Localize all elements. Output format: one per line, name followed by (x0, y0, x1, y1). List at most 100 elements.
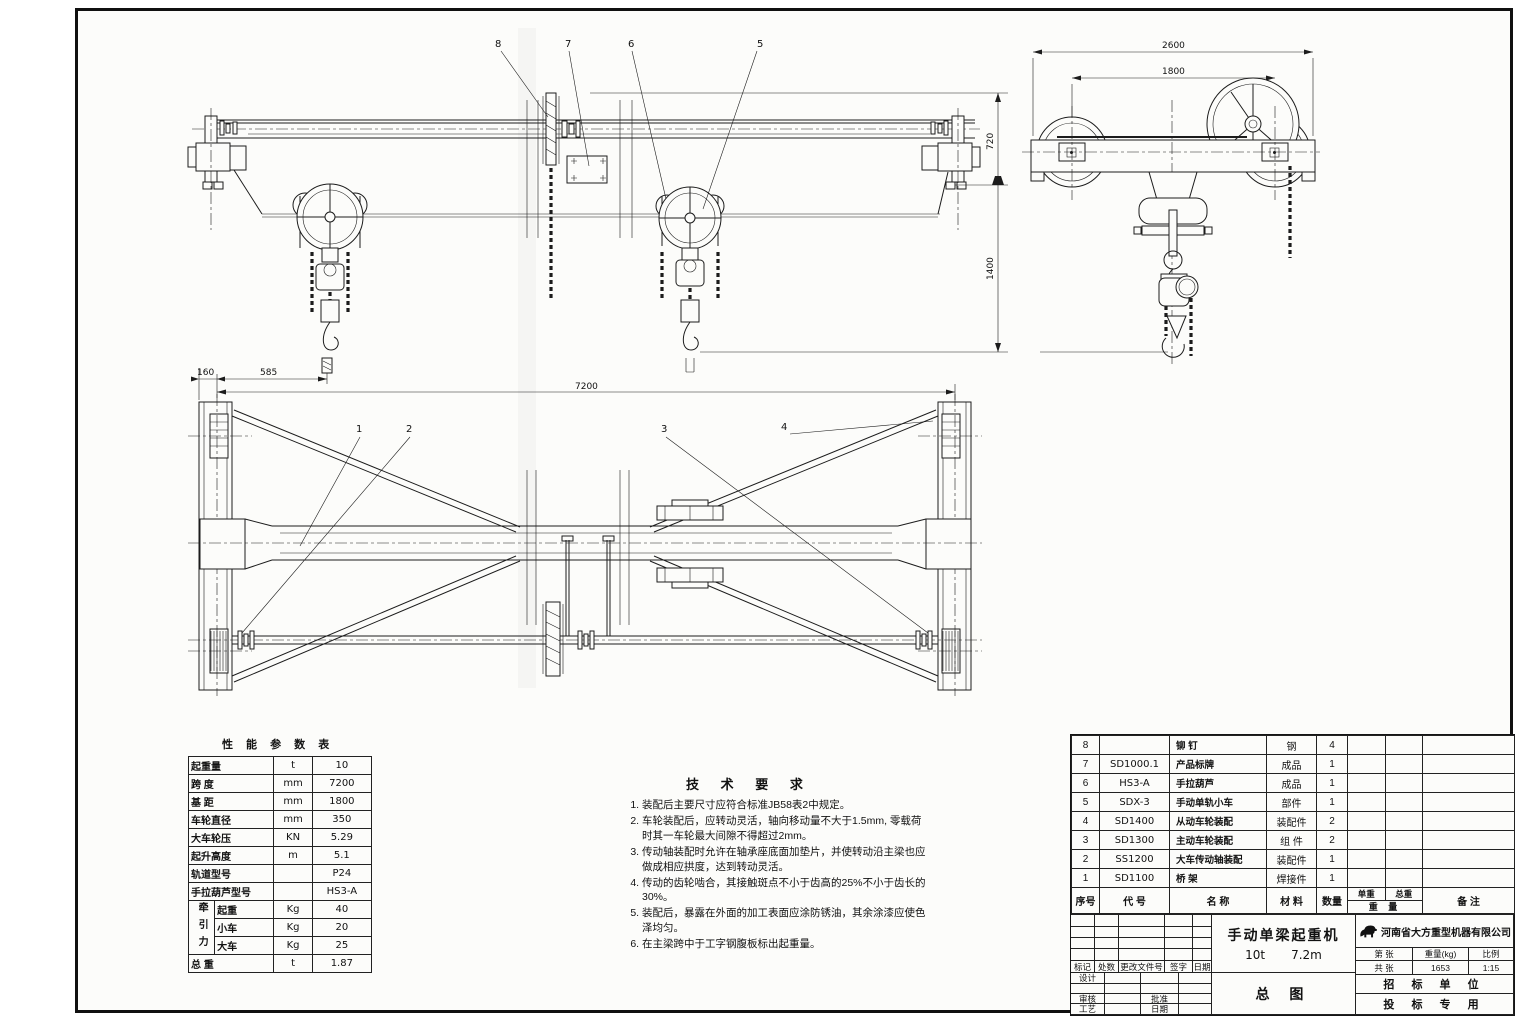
sig-approve-label: 批准 (1141, 994, 1179, 1004)
trolley-and-hoist (1040, 171, 1213, 358)
weight-label: 重量(kg) (1413, 948, 1469, 961)
dim-1800: 1800 (1162, 67, 1185, 77)
dim-720: 720 (986, 133, 996, 150)
traction-group-label: 牵引力 (187, 900, 216, 955)
callout-4: 4 (781, 422, 787, 433)
callout-7: 7 (565, 39, 571, 50)
plan-dimensions: 160 585 7200 (191, 357, 956, 400)
title-block: 标记 处数 更改文件号 签字 日期 设计 审核 批准 工艺 日期 手动单梁起重机… (1071, 914, 1514, 1015)
technical-requirements-list: 装配后主要尺寸应符合标准JB58表2中规定。 车轮装配后，应转动灵活，轴向移动量… (628, 798, 928, 952)
rev-header-sign: 签字 (1165, 961, 1193, 973)
drawing-title-cell: 手动单梁起重机 10t 7.2m (1212, 915, 1356, 973)
tender-unit-cell: 招 标 单 位 (1356, 975, 1514, 994)
sig-date-label: 日期 (1141, 1004, 1179, 1015)
dim-2600: 2600 (1162, 41, 1185, 51)
product-nameplate (566, 155, 608, 184)
callout-6: 6 (628, 39, 634, 50)
hand-chain-sprocket (542, 92, 560, 298)
callout-2: 2 (406, 424, 412, 435)
rev-header-date: 日期 (1193, 961, 1212, 973)
technical-requirements-title: 技 术 要 求 (686, 777, 812, 792)
rev-header-count: 处数 (1095, 961, 1119, 973)
company-name: 河南省大方重型机器有限公司 (1381, 927, 1511, 939)
weight-value: 1653 (1413, 961, 1469, 975)
bom-header-row: 序号 代 号 名 称 材 料 数量 单重总重 重 量 备 注 (1071, 887, 1515, 914)
plan-main-girder (188, 470, 982, 625)
rev-header-doc: 更改文件号 (1119, 961, 1165, 973)
company-cell: 河南省大方重型机器有限公司 (1356, 915, 1514, 948)
left-end-carriage (187, 108, 247, 230)
list-item: 传动的齿轮啮合，其接触斑点不小于齿高的25%不小于齿长的30%。 (642, 876, 928, 906)
height-dimensions: 720 1400 (700, 93, 1008, 353)
callout-5: 5 (757, 39, 763, 50)
capacity-span-spec: 10t 7.2m (1245, 948, 1322, 962)
scale-value: 1:15 (1469, 961, 1514, 975)
product-title: 手动单梁起重机 (1227, 927, 1340, 943)
plan-view-callouts: 1 2 3 4 (241, 420, 934, 634)
company-logo-elephant-icon (1360, 925, 1377, 938)
callout-8: 8 (495, 39, 501, 50)
front-view-callouts: 8 7 6 5 (495, 39, 763, 210)
left-trolley-hoist (292, 183, 368, 351)
tender-use-cell: 投 标 专 用 (1356, 994, 1514, 1015)
shaft-coupling (561, 120, 581, 138)
callout-3: 3 (661, 424, 667, 435)
plan-view: 160 585 7200 (188, 357, 982, 696)
performance-table-title: 性 能 参 数 表 (222, 739, 335, 751)
sheet-no-label: 第 张 (1356, 948, 1413, 961)
sheet-total-label: 共 张 (1356, 961, 1413, 975)
list-item: 装配后，暴露在外面的加工表面应涂防锈油，其余涂漆应使色泽均匀。 (642, 906, 928, 936)
span-value: 7.2m (1291, 948, 1322, 962)
trolley-clamp-plates (656, 358, 724, 589)
right-trolley-hoist (655, 186, 725, 351)
dim-7200: 7200 (575, 382, 598, 392)
list-item: 装配后主要尺寸应符合标准JB58表2中规定。 (642, 798, 928, 813)
callout-1: 1 (356, 424, 362, 435)
scan-fold-shade (518, 28, 536, 688)
dim-160: 160 (197, 368, 214, 378)
list-item: 在主梁跨中于工字钢腹板标出起重量。 (642, 937, 928, 952)
list-item: 车轮装配后，应转动灵活，轴向移动量不大于1.5mm, 零载荷时其一车轮最大间隙不… (642, 814, 928, 844)
scale-label: 比例 (1469, 948, 1514, 961)
sig-design-label: 设计 (1071, 973, 1105, 984)
dim-1400: 1400 (986, 257, 996, 280)
list-item: 传动轴装配时允许在轴承座底面加垫片，并使转动沿主梁也应做成相应拱度，达到转动灵活… (642, 845, 928, 875)
beam-break-lines (526, 100, 633, 238)
dim-585: 585 (260, 368, 277, 378)
technical-requirements: 技 术 要 求 装配后主要尺寸应符合标准JB58表2中规定。 车轮装配后，应转动… (628, 774, 928, 953)
end-view: 2600 1800 (1022, 41, 1320, 365)
sig-check-label: 审核 (1071, 994, 1105, 1004)
sig-process-label: 工艺 (1071, 1004, 1105, 1015)
sheet-name-cell: 总 图 (1212, 973, 1356, 1015)
front-elevation-view: 8 7 6 5 720 1400 (187, 39, 1008, 353)
rev-header-mark: 标记 (1071, 961, 1095, 973)
right-end-carriage (921, 108, 981, 230)
capacity-value: 10t (1245, 948, 1266, 962)
plan-drive-shaft (188, 535, 982, 677)
